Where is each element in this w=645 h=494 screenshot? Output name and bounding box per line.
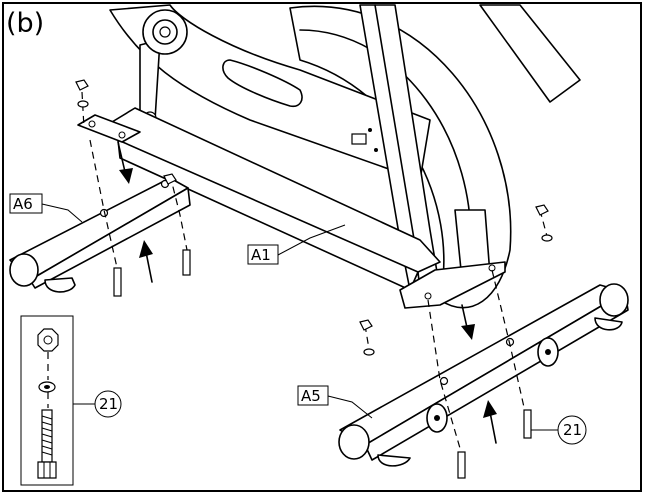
a6-end-cap bbox=[9, 253, 39, 287]
rear-washer bbox=[77, 100, 89, 108]
front-nut-left bbox=[359, 319, 373, 331]
a5-side bbox=[364, 291, 629, 461]
callout-a1: A1 bbox=[247, 224, 346, 265]
callout-a6-label: A6 bbox=[13, 195, 33, 213]
hardware-inset bbox=[20, 315, 74, 486]
guard-slot bbox=[222, 59, 303, 108]
front-washer-right bbox=[541, 234, 553, 242]
rear-bolt-right bbox=[182, 249, 191, 276]
a5-foot-right bbox=[594, 317, 623, 331]
front-nut-right bbox=[535, 204, 549, 216]
arrow-down-rear bbox=[119, 168, 133, 184]
callout-21-bolt-label: 21 bbox=[563, 421, 582, 439]
inset-bolt-head bbox=[37, 461, 57, 479]
rear-stabilizer-a6 bbox=[9, 177, 191, 293]
rear-bolt-left bbox=[113, 267, 122, 297]
callout-a5-label: A5 bbox=[301, 387, 321, 405]
inset-nut bbox=[37, 328, 59, 352]
front-bolt-right bbox=[523, 409, 532, 439]
panel-label: (b) bbox=[6, 8, 44, 39]
crank-hub-inner bbox=[152, 19, 178, 45]
front-washer-left bbox=[363, 348, 375, 356]
callout-21-inset-label: 21 bbox=[99, 395, 118, 413]
arrow-up-front bbox=[483, 400, 497, 418]
inset-box bbox=[20, 315, 74, 486]
callout-a6: A6 bbox=[9, 193, 83, 223]
bike-frame bbox=[109, 4, 581, 309]
a5-end-cap-left bbox=[338, 424, 370, 460]
arrow-up-rear bbox=[139, 240, 153, 258]
a6-nut bbox=[163, 173, 177, 185]
a5-foot-left bbox=[377, 454, 411, 467]
a6-foot bbox=[44, 277, 76, 293]
crank-bolt bbox=[159, 26, 171, 38]
callout-21-inset: 21 bbox=[73, 390, 122, 418]
callout-a1-label: A1 bbox=[251, 246, 271, 264]
adjust-knob bbox=[351, 133, 367, 145]
rear-nut bbox=[75, 79, 89, 91]
arrow-down-front bbox=[461, 324, 475, 340]
front-bolt-left bbox=[457, 451, 466, 479]
callout-a5: A5 bbox=[297, 385, 373, 419]
front-bracket bbox=[399, 261, 506, 309]
direction-arrows bbox=[117, 141, 497, 444]
handlebar-post bbox=[479, 4, 581, 103]
hardware bbox=[75, 79, 553, 479]
callout-21-bolt: 21 bbox=[531, 415, 587, 445]
a5-end-cap-right bbox=[599, 283, 629, 317]
front-stabilizer-a5 bbox=[338, 283, 629, 467]
